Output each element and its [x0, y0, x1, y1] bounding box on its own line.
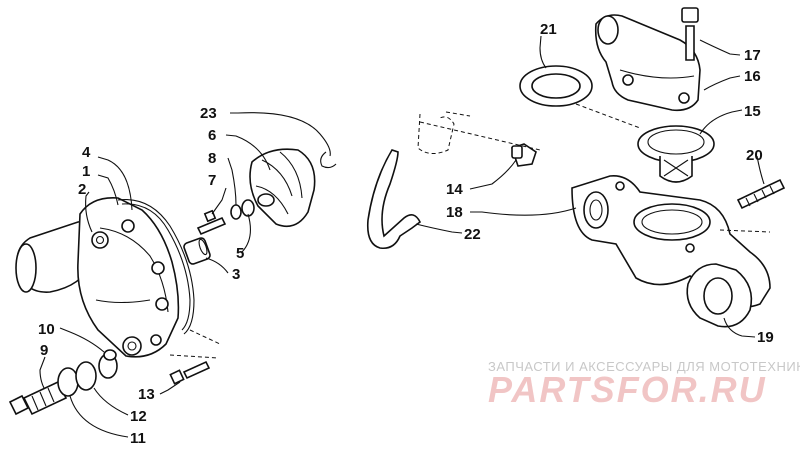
callout-15: 15 [744, 103, 761, 120]
snap-ring [320, 151, 337, 169]
callout-2: 2 [78, 181, 86, 198]
hose-clamp-22 [366, 149, 422, 250]
watermark-subtitle: ЗАПЧАСТИ И АКСЕССУАРЫ ДЛЯ МОТОТЕХНИКИ [488, 359, 800, 374]
thermostat [637, 125, 715, 183]
callout-19: 19 [757, 329, 774, 346]
callout-4: 4 [82, 144, 91, 161]
callout-8: 8 [208, 150, 216, 167]
callout-14: 14 [446, 181, 463, 198]
cover-bolt-17 [681, 7, 699, 61]
callout-16: 16 [744, 68, 761, 85]
drain-plug [8, 367, 79, 416]
callout-21: 21 [540, 21, 557, 38]
impeller-bolt [196, 209, 227, 236]
housing-gasket [117, 198, 195, 335]
callout-23: 23 [200, 105, 217, 122]
callout-12: 12 [130, 408, 147, 425]
long-bolt-20 [736, 178, 786, 210]
water-pump-housing [15, 197, 180, 358]
callout-13: 13 [138, 386, 155, 403]
watermark-brand: PARTSFOR.RU [488, 369, 767, 410]
o-ring-21 [519, 65, 593, 107]
callout-7: 7 [208, 172, 216, 189]
impeller [249, 148, 316, 228]
callout-9: 9 [40, 342, 48, 359]
sensor-14 [510, 143, 537, 167]
callout-1: 1 [82, 163, 90, 180]
callout-6: 6 [208, 127, 216, 144]
drain-washers [75, 349, 118, 391]
callout-3: 3 [232, 266, 240, 283]
seal-washer [230, 199, 255, 220]
callout-11: 11 [130, 430, 146, 447]
callout-17: 17 [744, 47, 761, 64]
callout-10: 10 [38, 321, 55, 338]
gasket-19 [686, 263, 753, 328]
callout-20: 20 [746, 147, 763, 164]
hex-bolt-13 [169, 360, 211, 385]
bushing [183, 237, 211, 265]
callout-18: 18 [446, 204, 463, 221]
callout-22: 22 [464, 226, 481, 243]
callout-5: 5 [236, 245, 244, 262]
thermostat-cover [594, 14, 701, 112]
